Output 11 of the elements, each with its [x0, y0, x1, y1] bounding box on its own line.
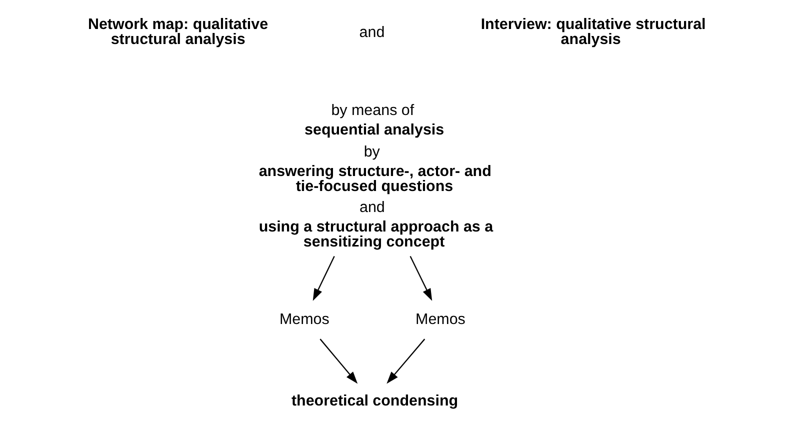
node-text: Network map: qualitative structural analysis — [87, 16, 268, 48]
node-text: by means of sequential analysis by answering structure-, actor- and tie-focused questions and using a structural approach as a sensitizing concept — [258, 102, 493, 251]
node-text: theoretical condensing — [290, 392, 458, 410]
arrow — [319, 338, 358, 384]
node-text: Memos — [415, 310, 465, 328]
arrow — [409, 256, 432, 301]
arrow — [386, 338, 425, 384]
arrow — [312, 256, 334, 301]
node-text: Memos — [279, 310, 329, 328]
label: and — [358, 24, 384, 42]
node-text: Interview: qualitative structural analysis — [480, 16, 706, 48]
